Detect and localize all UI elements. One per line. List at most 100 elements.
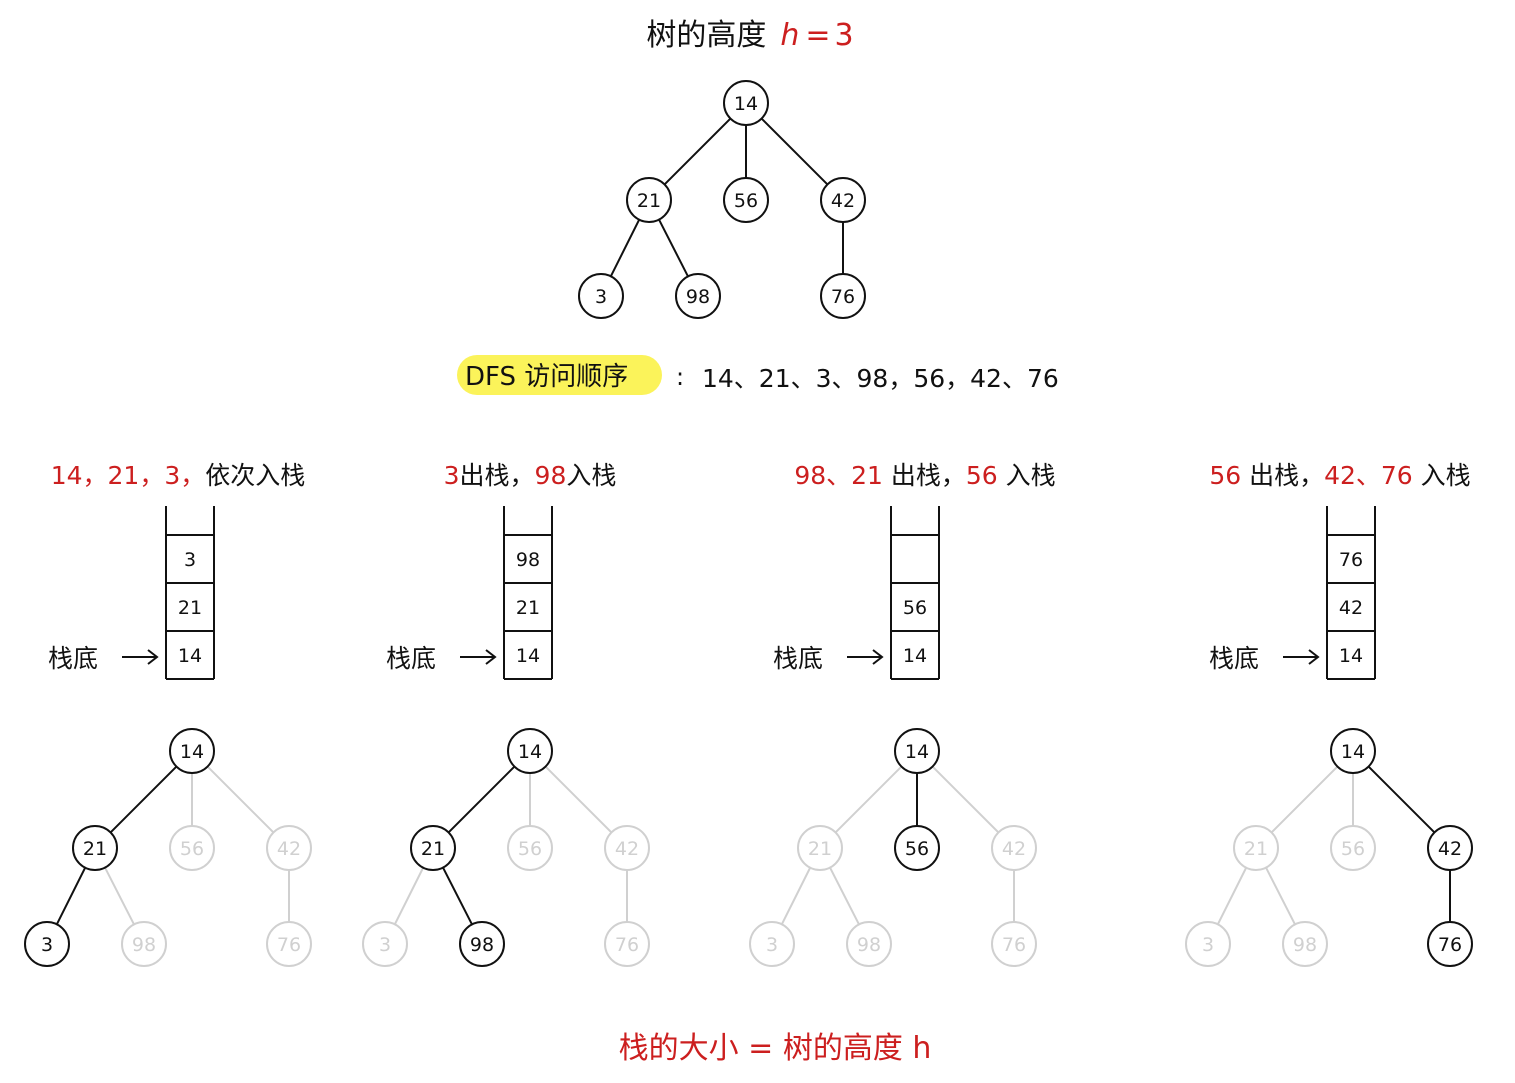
arrow-icon — [872, 649, 884, 665]
node-label: 21 — [83, 838, 107, 860]
tree-node-21: 21 — [72, 825, 118, 871]
node-label: 98 — [132, 934, 156, 956]
tree-node-14: 14 — [507, 728, 553, 774]
step-caption: 98、21 出栈，56 入栈 — [794, 461, 1055, 490]
tree-node-76: 76 — [266, 921, 312, 967]
caption-part: 出栈， — [891, 461, 966, 490]
stack-cell: 14 — [178, 645, 202, 667]
node-circle — [24, 921, 70, 967]
stack-cell: 76 — [1339, 549, 1363, 571]
dfs-sep: : — [676, 363, 684, 391]
stack-cell: 14 — [516, 645, 540, 667]
tree-edge-14-21 — [1270, 765, 1339, 834]
node-label: 42 — [1002, 838, 1026, 860]
node-label: 14 — [180, 741, 204, 763]
node-circle — [266, 921, 312, 967]
node-label: 42 — [831, 190, 855, 212]
node-label: 42 — [277, 838, 301, 860]
tree-edge-21-98 — [442, 866, 473, 926]
tree-edge-21-98 — [1265, 866, 1296, 926]
conclusion: 栈的大小 = 树的高度 h — [619, 1031, 932, 1066]
node-label: 3 — [41, 934, 53, 956]
tree-node-56: 56 — [894, 825, 940, 871]
node-label: 98 — [857, 934, 881, 956]
caption-part: 42、76 — [1324, 461, 1421, 490]
stack-cell: 14 — [1339, 645, 1363, 667]
node-label: 14 — [734, 93, 758, 115]
node-label: 42 — [615, 838, 639, 860]
tree-edge-21-3 — [609, 218, 641, 278]
node-circle — [1330, 825, 1376, 871]
tree-node-21: 21 — [626, 177, 672, 223]
node-circle — [1282, 921, 1328, 967]
caption-part: 56 — [966, 461, 1006, 490]
tree-edge-14-42 — [206, 765, 275, 834]
node-label: 76 — [277, 934, 301, 956]
stack-cell: 3 — [184, 549, 196, 571]
title-var: h — [780, 18, 799, 53]
tree-edge-14-42 — [1367, 765, 1436, 834]
tree-edge-21-98 — [104, 866, 135, 926]
tree-edge-21-98 — [829, 866, 860, 926]
node-circle — [604, 825, 650, 871]
node-label: 21 — [637, 190, 661, 212]
tree-node-98: 98 — [846, 921, 892, 967]
caption-part: 56 — [1209, 461, 1249, 490]
node-circle — [626, 177, 672, 223]
tree-node-3: 3 — [749, 921, 795, 967]
node-circle — [1185, 921, 1231, 967]
tree-edge-21-3 — [1216, 866, 1248, 926]
tree-node-56: 56 — [1330, 825, 1376, 871]
arrow-icon — [1308, 649, 1320, 665]
node-label: 76 — [615, 934, 639, 956]
node-label: 76 — [831, 286, 855, 308]
node-label: 3 — [1202, 934, 1214, 956]
node-label: 56 — [1341, 838, 1365, 860]
node-circle — [723, 80, 769, 126]
tree-edge-14-42 — [931, 765, 1000, 834]
tree-edge-14-42 — [760, 117, 829, 186]
node-circle — [121, 921, 167, 967]
node-circle — [894, 825, 940, 871]
arrow-icon — [147, 649, 159, 665]
node-label: 98 — [470, 934, 494, 956]
tree-edge-14-42 — [544, 765, 613, 834]
dfs-label-highlight — [457, 355, 662, 395]
tree-node-98: 98 — [675, 273, 721, 319]
node-label: 3 — [379, 934, 391, 956]
tree-node-3: 3 — [362, 921, 408, 967]
stack-cell: 21 — [178, 597, 202, 619]
node-label: 56 — [734, 190, 758, 212]
tree-node-56: 56 — [507, 825, 553, 871]
caption-part: 3 — [444, 461, 460, 490]
node-label: 21 — [421, 838, 445, 860]
tree-node-3: 3 — [24, 921, 70, 967]
tree-node-56: 56 — [723, 177, 769, 223]
node-label: 76 — [1002, 934, 1026, 956]
title-prefix: 树的高度 — [646, 18, 766, 53]
tree-node-76: 76 — [604, 921, 650, 967]
tree-node-56: 56 — [169, 825, 215, 871]
node-label: 56 — [905, 838, 929, 860]
stack-cell: 42 — [1339, 597, 1363, 619]
stack-cell: 56 — [903, 597, 927, 619]
caption-part: 依次入栈 — [205, 461, 305, 490]
step-caption: 56 出栈，42、76 入栈 — [1209, 461, 1470, 490]
tree-node-98: 98 — [459, 921, 505, 967]
tree-edge-14-21 — [834, 765, 903, 834]
caption-part: 入栈 — [1421, 461, 1471, 490]
stack-cell: 21 — [516, 597, 540, 619]
node-circle — [169, 728, 215, 774]
tree-edge-21-3 — [393, 866, 425, 926]
tree-node-76: 76 — [820, 273, 866, 319]
tree-node-42: 42 — [604, 825, 650, 871]
node-circle — [846, 921, 892, 967]
caption-part: 入栈 — [1006, 461, 1056, 490]
